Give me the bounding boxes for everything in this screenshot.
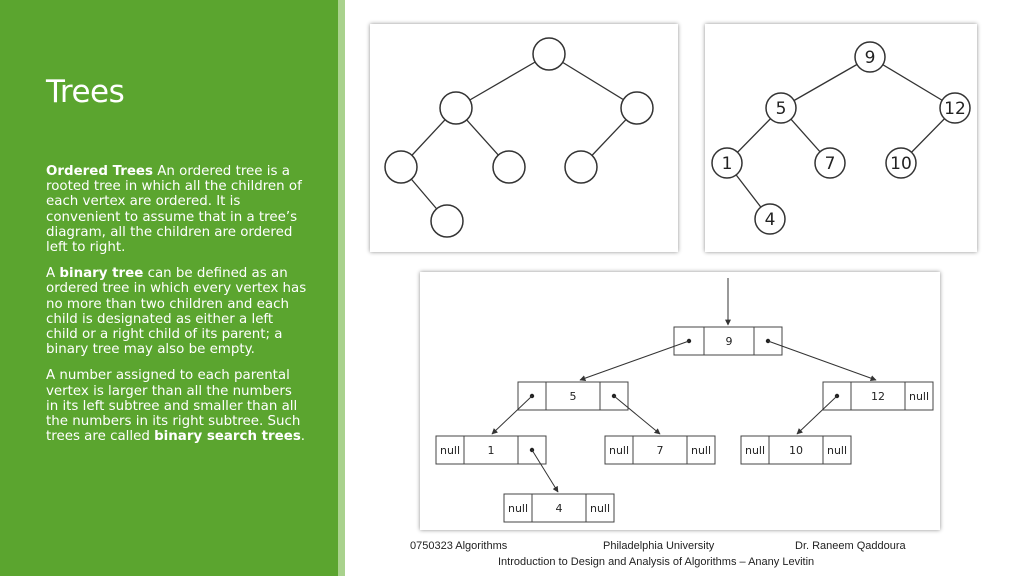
- null-label: null: [440, 444, 460, 457]
- node-box: [517, 381, 629, 411]
- pointer-arrow: [491, 395, 533, 435]
- binary-tree-lead: A: [46, 266, 60, 282]
- footer-author: Dr. Raneem Qaddoura: [795, 540, 906, 552]
- node-key: 4: [556, 502, 563, 515]
- slide-title: Trees: [46, 74, 125, 110]
- footer-university: Philadelphia University: [603, 540, 715, 552]
- term-binary-search-trees: binary search trees: [154, 429, 301, 445]
- node-label: 1: [722, 154, 733, 174]
- linked-tree-diagram: 9 5 12 null null 1 null 7 null null 10 n…: [435, 278, 934, 523]
- footer-line-1: 0750323 Algorithms Philadelphia Universi…: [410, 540, 930, 554]
- footer-book-reference: Introduction to Design and Analysis of A…: [498, 556, 815, 568]
- bst-definition: A number assigned to each parental verte…: [46, 368, 301, 445]
- node-label: 5: [776, 99, 787, 119]
- figure-binary-search-tree: 9 5 12 1 7 10 4: [705, 24, 977, 252]
- node-box: [604, 435, 716, 465]
- null-label: null: [691, 444, 711, 457]
- node-key: 1: [488, 444, 495, 457]
- node-label: 7: [825, 154, 836, 174]
- node-label: 4: [765, 210, 776, 230]
- node-key: 9: [726, 335, 733, 348]
- node-label: 9: [865, 48, 876, 68]
- bst-diagram: 9 5 12 1 7 10 4: [711, 41, 971, 235]
- slide-body: Ordered Trees An ordered tree is a roote…: [46, 164, 308, 455]
- tree-node: [885, 147, 917, 179]
- node-key: 10: [789, 444, 803, 457]
- footer-course: 0750323 Algorithms: [410, 540, 508, 552]
- null-label: null: [508, 502, 528, 515]
- tree-node: [939, 92, 971, 124]
- pointer-arrow: [579, 340, 690, 382]
- figure-unlabeled-tree: [370, 24, 678, 252]
- unlabeled-tree-diagram: [384, 37, 654, 238]
- tree-node: [439, 91, 473, 125]
- tree-node: [754, 203, 786, 235]
- tree-node: [620, 91, 654, 125]
- node-key: 7: [657, 444, 664, 457]
- null-label: null: [590, 502, 610, 515]
- bst-period: .: [300, 429, 306, 445]
- tree-node: [814, 147, 846, 179]
- tree-edge: [780, 56, 871, 109]
- node-box: [822, 381, 934, 411]
- pointer-dot: [765, 338, 771, 344]
- node-box: [740, 435, 852, 465]
- binary-tree-definition: can be defined as an ordered tree in whi…: [46, 266, 307, 358]
- null-label: null: [745, 444, 765, 457]
- tree-edge: [869, 56, 956, 109]
- sidebar-panel: [0, 0, 338, 576]
- tree-node: [492, 150, 526, 184]
- pointer-arrow: [531, 449, 559, 493]
- ordered-trees-definition: An ordered tree is a rooted tree in whic…: [46, 164, 302, 256]
- null-label: null: [609, 444, 629, 457]
- tree-node: [765, 92, 797, 124]
- term-ordered-trees: Ordered Trees: [46, 164, 153, 179]
- paragraph-ordered-trees: Ordered Trees An ordered tree is a roote…: [46, 164, 308, 255]
- node-box: [435, 435, 547, 465]
- term-binary-tree: binary tree: [59, 266, 144, 282]
- node-box: [503, 493, 615, 523]
- null-label: null: [827, 444, 847, 457]
- paragraph-binary-search-trees: A number assigned to each parental verte…: [46, 368, 308, 444]
- node-key: 5: [570, 390, 577, 403]
- tree-node: [532, 37, 566, 71]
- pointer-arrow: [767, 340, 877, 381]
- tree-node: [711, 147, 743, 179]
- node-box: [673, 326, 783, 356]
- tree-edge: [548, 53, 638, 109]
- pointer-arrow: [796, 395, 838, 435]
- figure-linked-representation: 9 5 12 null null 1 null 7 null null 10 n…: [420, 272, 940, 530]
- node-key: 12: [871, 390, 885, 403]
- node-label: 10: [890, 154, 912, 174]
- tree-node: [854, 41, 886, 73]
- tree-node: [384, 150, 418, 184]
- tree-node: [564, 150, 598, 184]
- tree-edge: [455, 53, 550, 109]
- null-label: null: [909, 390, 929, 403]
- paragraph-binary-tree: A binary tree can be defined as an order…: [46, 266, 308, 357]
- node-label: 12: [944, 99, 966, 119]
- pointer-arrow: [613, 395, 661, 435]
- sidebar-accent-strip: [338, 0, 345, 576]
- tree-node: [430, 204, 464, 238]
